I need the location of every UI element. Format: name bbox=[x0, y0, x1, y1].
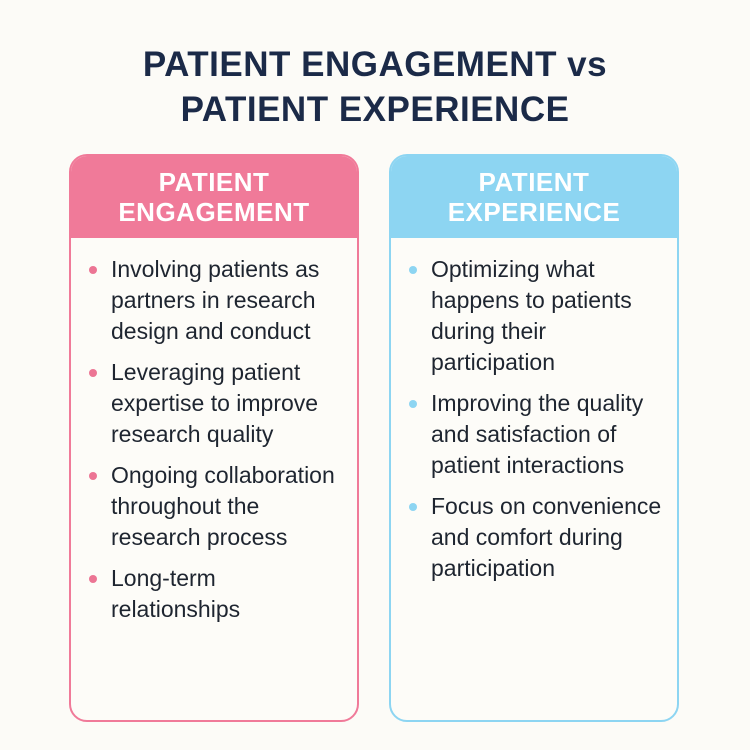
list-item: Focus on convenience and comfort during … bbox=[391, 491, 677, 584]
bullet-icon bbox=[409, 266, 417, 274]
list-item-text: Focus on convenience and comfort during … bbox=[431, 493, 662, 581]
heading-line-2: ENGAGEMENT bbox=[118, 197, 310, 227]
bullet-icon bbox=[89, 575, 97, 583]
page-title: PATIENT ENGAGEMENT vs PATIENT EXPERIENCE bbox=[0, 42, 750, 132]
list-item: Improving the quality and satisfaction o… bbox=[391, 388, 677, 481]
list-item: Optimizing what happens to patients duri… bbox=[391, 254, 677, 378]
list-item-text: Optimizing what happens to patients duri… bbox=[431, 256, 632, 375]
list-item: Leveraging patient expertise to improve … bbox=[71, 357, 357, 450]
list-item: Long-term relationships bbox=[71, 563, 357, 625]
list-item-text: Ongoing collaboration throughout the res… bbox=[111, 462, 335, 550]
list-item-text: Long-term relationships bbox=[111, 565, 241, 622]
bullet-icon bbox=[409, 503, 417, 511]
list-item-text: Improving the quality and satisfaction o… bbox=[431, 390, 644, 478]
list-item-text: Involving patients as partners in resear… bbox=[111, 256, 320, 344]
heading-line-2: EXPERIENCE bbox=[447, 197, 621, 227]
bullet-icon bbox=[89, 369, 97, 377]
bullet-icon bbox=[89, 266, 97, 274]
list-item: Involving patients as partners in resear… bbox=[71, 254, 357, 347]
list-item: Ongoing collaboration throughout the res… bbox=[71, 460, 357, 553]
bullet-icon bbox=[89, 472, 97, 480]
bullet-icon bbox=[409, 400, 417, 408]
heading-line-1: PATIENT bbox=[478, 167, 590, 197]
title-line-1: PATIENT ENGAGEMENT vs bbox=[142, 45, 608, 84]
list-item-text: Leveraging patient expertise to improve … bbox=[111, 359, 319, 447]
engagement-list: Involving patients as partners in resear… bbox=[71, 238, 357, 625]
heading-line-1: PATIENT bbox=[158, 167, 270, 197]
title-line-2: PATIENT EXPERIENCE bbox=[180, 90, 570, 129]
experience-list: Optimizing what happens to patients duri… bbox=[391, 238, 677, 584]
